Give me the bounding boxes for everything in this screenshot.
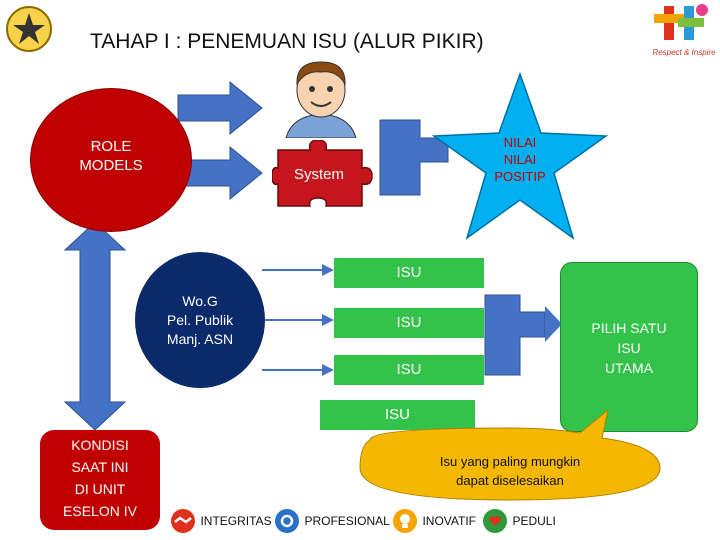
value-inovatif: INOVATIF (392, 508, 476, 534)
isu-box-1: ISU (334, 258, 484, 288)
star-line3: POSITIP (494, 169, 546, 184)
value-peduli: PEDULI (482, 508, 556, 534)
star-line1: NILAI (503, 135, 537, 150)
bracket-to-pilih (484, 294, 546, 376)
pilih-line3: UTAMA (605, 360, 653, 376)
pilih-isu-utama-box: PILIH SATU ISU UTAMA (560, 262, 698, 432)
arrow-to-system (177, 145, 263, 201)
person-face-icon (285, 61, 357, 138)
star-shape (431, 72, 609, 240)
bracket-to-star (379, 119, 449, 196)
system-label: System (293, 166, 344, 183)
brand-tagline: Respect & Inspire (652, 48, 716, 57)
brand-mark-icon (654, 4, 708, 40)
caring-hands-icon (483, 509, 507, 533)
kondisi-line1: KONDISI (71, 437, 129, 453)
lightbulb-icon (393, 509, 417, 533)
wog-circle: Wo.G Pel. Publik Manj. ASN (135, 252, 265, 388)
callout-line2: dapat diselesaikan (456, 473, 564, 488)
double-arrow-vertical (63, 221, 127, 431)
value-integritas: INTEGRITAS (170, 508, 272, 534)
kondisi-line4: ESELON IV (63, 503, 137, 519)
isu-box-4: ISU (320, 400, 475, 430)
role-models-line2: MODELS (79, 157, 143, 174)
isu-box-2: ISU (334, 308, 484, 338)
puzzle-icon (272, 140, 373, 207)
arrow-to-face (177, 80, 263, 136)
value-inovatif-label: INOVATIF (422, 514, 477, 528)
isu-box-3: ISU (334, 355, 484, 385)
nilai-positip-star: NILAI NILAI POSITIP (430, 72, 610, 242)
value-profesional: PROFESIONAL (274, 508, 390, 534)
wog-line1: Wo.G (182, 293, 218, 309)
system-puzzle-piece: System (272, 140, 376, 212)
callout-bubble: Isu yang paling mungkin dapat diselesaik… (340, 400, 680, 510)
person-illustration (282, 58, 360, 138)
handshake-icon (171, 509, 195, 533)
value-integritas-label: INTEGRITAS (200, 514, 272, 528)
callout-line1: Isu yang paling mungkin (439, 454, 581, 469)
head-gear-icon (275, 509, 299, 533)
page-title: TAHAP I : PENEMUAN ISU (ALUR PIKIR) (90, 30, 484, 53)
emblem-icon (6, 6, 52, 52)
callout-shape (359, 408, 661, 501)
wog-line2: Pel. Publik (166, 312, 234, 328)
role-models-circle: ROLE MODELS (30, 88, 192, 232)
pilih-line1: PILIH SATU (591, 320, 667, 336)
value-profesional-label: PROFESIONAL (304, 514, 390, 528)
wog-line3: Manj. ASN (166, 331, 234, 347)
role-models-line1: ROLE (90, 138, 132, 155)
pilih-line2: ISU (617, 340, 641, 356)
kondisi-line3: DI UNIT (74, 481, 126, 497)
kondisi-line2: SAAT INI (71, 459, 129, 475)
brand-logo: Respect & Inspire (650, 2, 718, 64)
value-peduli-label: PEDULI (512, 514, 556, 528)
emblem-logo (5, 5, 53, 53)
kondisi-box: KONDISI SAAT INI DI UNIT ESELON IV (40, 430, 160, 530)
star-line2: NILAI (503, 152, 537, 167)
